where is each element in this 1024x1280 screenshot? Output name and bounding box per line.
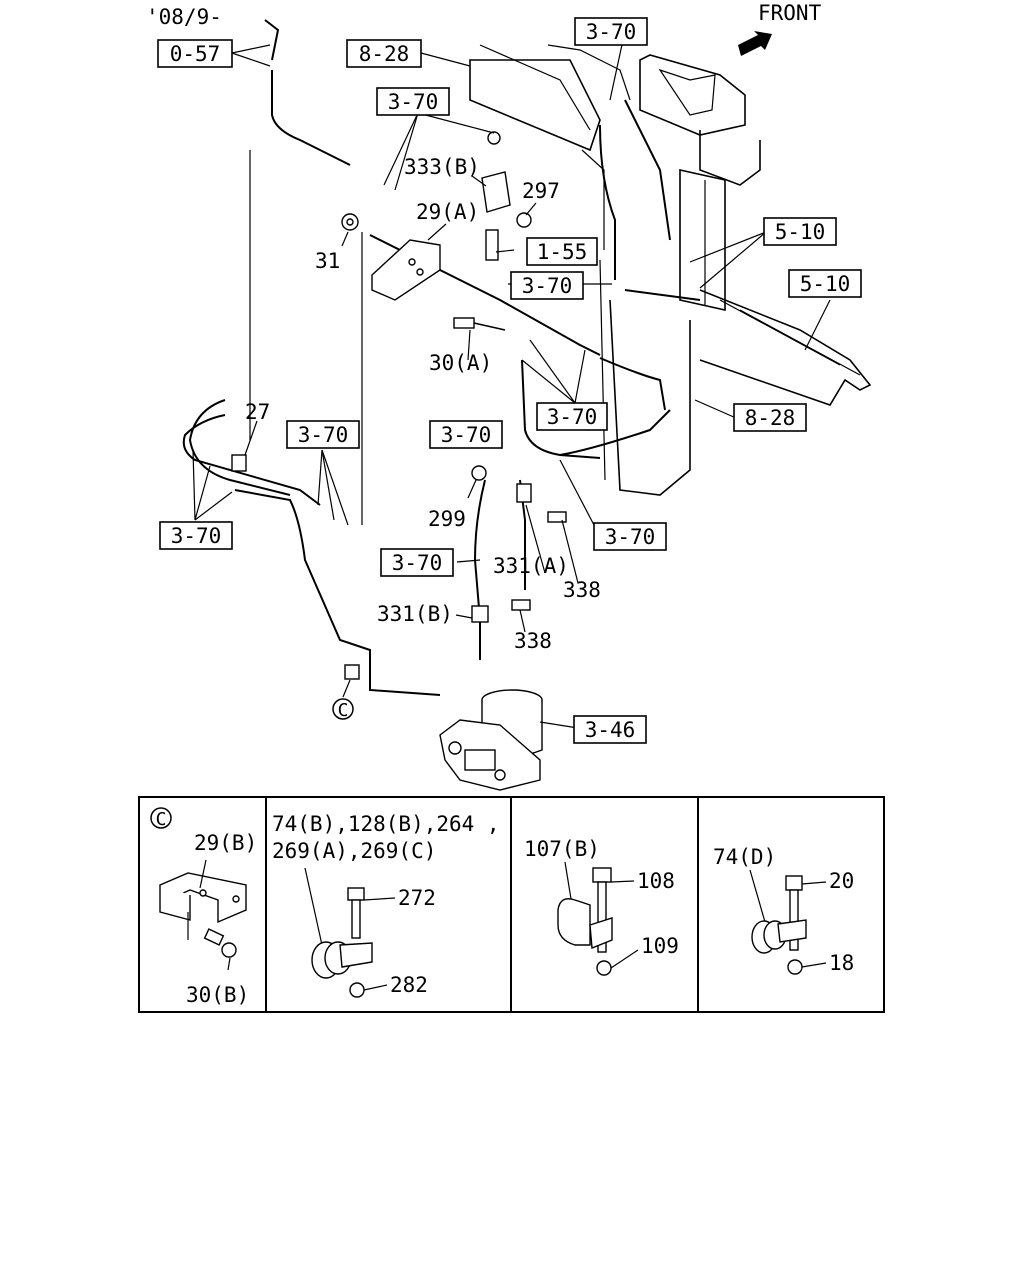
clamp1-title-line1: 74(B),128(B),264 , <box>272 812 500 836</box>
fasteners <box>231 131 605 680</box>
label-29a: 29(A) <box>416 200 479 224</box>
label-299: 299 <box>428 507 466 531</box>
detail-c-cell: C 29(B) 30(B) <box>150 807 257 1007</box>
nut-282 <box>349 982 365 998</box>
ref-3-46[interactable]: 3-46 <box>573 715 647 744</box>
svg-text:5-10: 5-10 <box>800 272 851 296</box>
svg-text:3-70: 3-70 <box>441 423 492 447</box>
svg-text:5-10: 5-10 <box>775 220 826 244</box>
label-338-lower: 338 <box>514 629 552 653</box>
air-dryer-assembly <box>439 689 543 791</box>
label-338-upper: 338 <box>563 578 601 602</box>
front-label: FRONT <box>758 1 822 25</box>
label-297: 297 <box>522 179 560 203</box>
detail-clamp2-cell: 107(B) 108 109 <box>524 837 679 976</box>
clamp1-title-line2: 269(A),269(C) <box>272 839 436 863</box>
detail-clamp1-cell: 74(B),128(B),264 , 269(A),269(C) 272 282 <box>272 812 500 998</box>
nut-18 <box>787 959 803 975</box>
ref-3-70-bolt-group[interactable]: 3-70 <box>376 87 450 116</box>
svg-text:3-70: 3-70 <box>298 423 349 447</box>
svg-text:3-70: 3-70 <box>547 405 598 429</box>
svg-text:8-28: 8-28 <box>745 406 796 430</box>
label-331a: 331(A) <box>493 554 569 578</box>
svg-text:3-70: 3-70 <box>392 551 443 575</box>
clamp-107b <box>557 898 591 946</box>
label-31: 31 <box>315 249 340 273</box>
svg-text:3-70: 3-70 <box>605 525 656 549</box>
bolt-30b <box>203 928 225 946</box>
svg-text:3-70: 3-70 <box>586 20 637 44</box>
ref-8-28-top[interactable]: 8-28 <box>346 39 422 68</box>
label-20: 20 <box>829 869 854 893</box>
label-272: 272 <box>398 886 436 910</box>
bolt-20 <box>785 875 803 891</box>
label-27: 27 <box>245 400 270 424</box>
svg-text:C: C <box>338 700 349 721</box>
svg-text:1-55: 1-55 <box>537 240 588 264</box>
bolt-272 <box>347 887 365 901</box>
ref-5-10-frame[interactable]: 5-10 <box>788 269 862 298</box>
svg-text:8-28: 8-28 <box>359 42 410 66</box>
svg-text:3-70: 3-70 <box>388 90 439 114</box>
date-code: '08/9- <box>146 5 222 29</box>
label-282: 282 <box>390 973 428 997</box>
label-30a: 30(A) <box>429 351 492 375</box>
ref-0-57[interactable]: 0-57 <box>157 39 233 68</box>
ref-3-70-left-pipe[interactable]: 3-70 <box>429 420 503 449</box>
bolt-108 <box>592 867 612 883</box>
svg-text:3-46: 3-46 <box>585 718 636 742</box>
ref-3-70-left-fittings[interactable]: 3-70 <box>159 521 233 550</box>
detail-c-mark: C <box>156 809 167 830</box>
label-109: 109 <box>641 934 679 958</box>
callout-c[interactable]: C <box>332 698 354 721</box>
ref-3-70-clip[interactable]: 3-70 <box>286 420 360 449</box>
label-333b: 333(B) <box>404 155 480 179</box>
ref-3-70-hose[interactable]: 3-70 <box>380 548 454 577</box>
bracket-297 <box>481 171 511 213</box>
detail-clamp3-cell: 74(D) 20 18 <box>713 845 854 975</box>
label-29b: 29(B) <box>194 831 257 855</box>
ref-8-28-tank[interactable]: 8-28 <box>733 403 807 432</box>
detail-panel: C 29(B) 30(B) 74(B),128(B),264 , 269(A),… <box>138 796 885 1013</box>
label-30b: 30(B) <box>186 983 249 1007</box>
svg-text:3-70: 3-70 <box>522 274 573 298</box>
nut-109 <box>596 960 612 976</box>
ref-1-55[interactable]: 1-55 <box>526 237 598 266</box>
label-74d: 74(D) <box>713 845 776 869</box>
svg-text:0-57: 0-57 <box>170 42 221 66</box>
ref-3-70-tee[interactable]: 3-70 <box>510 271 584 300</box>
ref-5-10-valve[interactable]: 5-10 <box>763 217 837 246</box>
ref-3-70-fittings[interactable]: 3-70 <box>536 402 608 431</box>
leader-lines <box>192 39 831 729</box>
ref-3-70-right-pipe[interactable]: 3-70 <box>593 522 667 551</box>
label-18: 18 <box>829 951 854 975</box>
label-107b: 107(B) <box>524 837 600 861</box>
front-arrow-icon <box>738 31 772 56</box>
label-108: 108 <box>637 869 675 893</box>
bracket-29a <box>371 239 441 301</box>
label-331b: 331(B) <box>377 602 453 626</box>
svg-text:3-70: 3-70 <box>171 524 222 548</box>
ref-3-70-top[interactable]: 3-70 <box>574 17 648 46</box>
